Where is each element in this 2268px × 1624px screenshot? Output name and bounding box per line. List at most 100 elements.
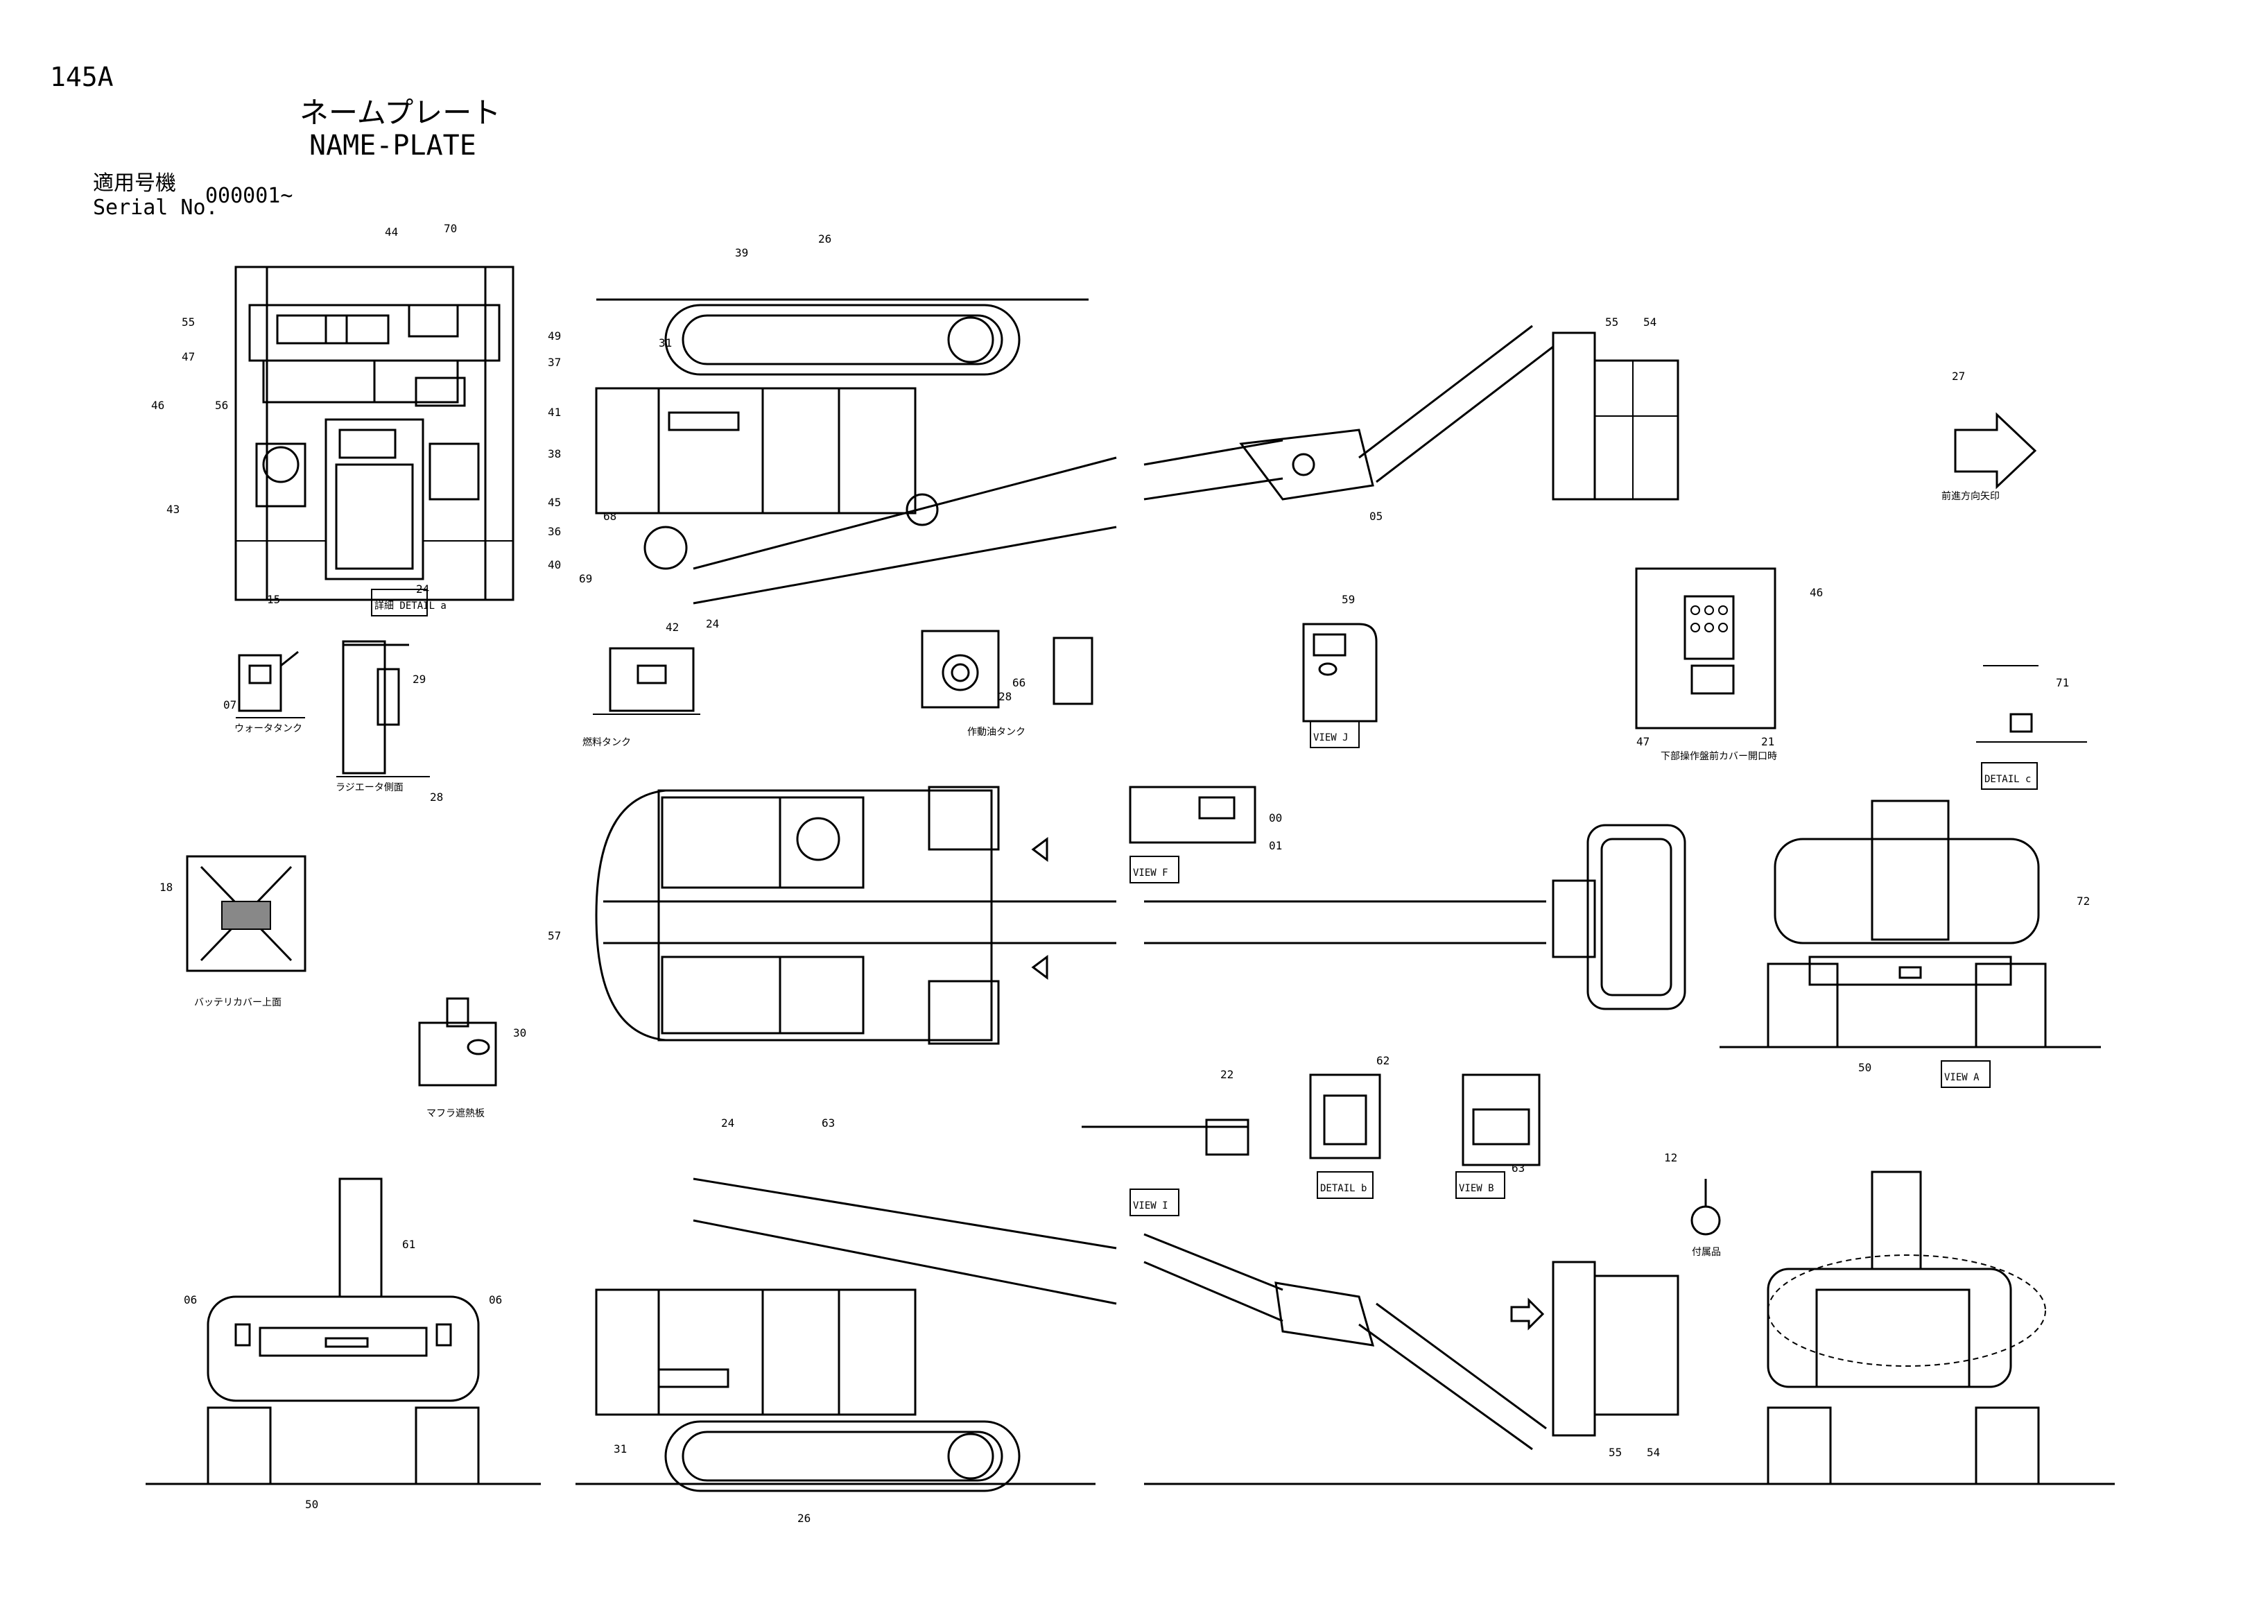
callout-22: 22 xyxy=(1220,1068,1233,1081)
svg-text:VIEW F: VIEW F xyxy=(1133,867,1168,879)
callout-47: 47 xyxy=(1636,735,1650,748)
callout-00: 00 xyxy=(1269,811,1282,824)
detail-b: DETAIL b xyxy=(1309,1073,1381,1199)
fuel-tank-detail: 燃料タンク xyxy=(582,647,700,748)
side-view-upper xyxy=(595,298,1117,605)
svg-text:燃料タンク: 燃料タンク xyxy=(582,736,631,748)
callout-24: 24 xyxy=(721,1116,734,1130)
title-english: NAME-PLATE xyxy=(309,130,476,162)
title-japanese: ネームプレート xyxy=(300,96,501,130)
svg-text:DETAIL b: DETAIL b xyxy=(1320,1183,1367,1194)
rear-view xyxy=(146,1177,541,1485)
water-tank-detail: ウォータタンク xyxy=(234,650,305,734)
callout-labels: 70 44 55 47 46 56 49 37 41 38 45 36 40 6… xyxy=(151,222,2090,1525)
svg-text:VIEW I: VIEW I xyxy=(1133,1200,1168,1211)
callout-36: 36 xyxy=(548,525,561,538)
callout-40: 40 xyxy=(548,558,561,571)
boom-jib-upper xyxy=(1143,325,1679,501)
detail-a-caption: 詳細 DETAIL a xyxy=(371,589,447,616)
front-view-a: VIEW A xyxy=(1720,800,2101,1088)
callout-46: 46 xyxy=(1810,586,1823,599)
svg-text:ウォータタンク: ウォータタンク xyxy=(234,723,302,734)
callout-31: 31 xyxy=(659,336,672,349)
callout-18: 18 xyxy=(159,881,173,894)
callout-50: 50 xyxy=(305,1498,318,1511)
radiator-side-detail: ラジエータ側面 xyxy=(336,640,430,793)
svg-text:VIEW B: VIEW B xyxy=(1459,1183,1494,1194)
callout-69: 69 xyxy=(579,572,592,585)
muffler-detail: マフラ遮熱板 xyxy=(418,997,497,1119)
callout-28: 28 xyxy=(998,690,1012,703)
svg-text:マフラ遮熱板: マフラ遮熱板 xyxy=(426,1108,485,1119)
upper-structure-top-view xyxy=(234,266,514,601)
callout-55: 55 xyxy=(1605,316,1618,329)
callout-06: 06 xyxy=(184,1293,197,1306)
callout-12: 12 xyxy=(1664,1151,1677,1164)
callout-46: 46 xyxy=(151,399,164,412)
callout-21: 21 xyxy=(1761,735,1774,748)
svg-text:バッテリカバー上面: バッテリカバー上面 xyxy=(194,997,282,1008)
svg-text:ラジエータ側面: ラジエータ側面 xyxy=(336,782,404,793)
callout-07: 07 xyxy=(223,698,236,711)
detail-c: DETAIL c xyxy=(1976,665,2087,790)
callout-31: 31 xyxy=(614,1442,627,1455)
callout-41: 41 xyxy=(548,406,561,419)
boom-jib-lower xyxy=(1143,1233,2115,1485)
serial-label-english: Serial No. xyxy=(93,196,218,220)
serial-value: 000001~ xyxy=(205,184,293,208)
callout-06: 06 xyxy=(489,1293,502,1306)
view-j-detail: VIEW J xyxy=(1302,623,1378,748)
callout-54: 54 xyxy=(1643,316,1656,329)
svg-text:DETAIL c: DETAIL c xyxy=(1984,774,2031,785)
callout-49: 49 xyxy=(548,329,561,343)
callout-63: 63 xyxy=(822,1116,835,1130)
callout-30: 30 xyxy=(513,1026,526,1039)
callout-15: 15 xyxy=(267,593,280,606)
callout-55: 55 xyxy=(1609,1446,1622,1459)
view-f-detail: VIEW F xyxy=(1129,786,1256,883)
callout-59: 59 xyxy=(1342,593,1355,606)
callout-42: 42 xyxy=(666,621,679,634)
plan-view xyxy=(595,786,1116,1045)
accessory-detail: 付属品 xyxy=(1690,1179,1721,1258)
callout-68: 68 xyxy=(603,510,616,523)
front-view-lower xyxy=(1767,1171,2046,1485)
svg-text:詳細 DETAIL a: 詳細 DETAIL a xyxy=(374,601,447,612)
battery-cover-detail: バッテリカバー上面 xyxy=(186,855,306,1008)
callout-24: 24 xyxy=(416,582,429,596)
lower-control-panel-detail: 下部操作盤前カバー開口時 xyxy=(1635,567,1777,762)
callout-66: 66 xyxy=(1012,676,1025,689)
svg-text:前進方向矢印: 前進方向矢印 xyxy=(1941,490,2000,502)
callout-01: 01 xyxy=(1269,839,1282,852)
callout-62: 62 xyxy=(1376,1054,1390,1067)
callout-29: 29 xyxy=(413,673,426,686)
callout-56: 56 xyxy=(215,399,228,412)
svg-text:下部操作盤前カバー開口時: 下部操作盤前カバー開口時 xyxy=(1661,750,1777,762)
plan-view-boom-basket xyxy=(1144,824,1686,1010)
callout-05: 05 xyxy=(1369,510,1383,523)
svg-text:VIEW A: VIEW A xyxy=(1944,1072,1980,1083)
callout-50: 50 xyxy=(1858,1061,1871,1074)
side-view-lower xyxy=(575,1177,1117,1492)
callout-63: 63 xyxy=(1512,1161,1525,1175)
callout-55: 55 xyxy=(182,316,195,329)
callout-57: 57 xyxy=(548,929,561,942)
callout-45: 45 xyxy=(548,496,561,509)
callout-71: 71 xyxy=(2056,676,2069,689)
view-b-detail: VIEW B xyxy=(1455,1073,1541,1199)
serial-label-japanese: 適用号機 xyxy=(93,171,176,196)
callout-27: 27 xyxy=(1952,370,1965,383)
callout-28: 28 xyxy=(430,791,443,804)
callout-24: 24 xyxy=(706,617,719,630)
callout-72: 72 xyxy=(2077,895,2090,908)
hydraulic-tank-detail: 作動油タンク xyxy=(921,630,1093,738)
callout-54: 54 xyxy=(1647,1446,1660,1459)
svg-text:VIEW J: VIEW J xyxy=(1313,732,1349,743)
callout-26: 26 xyxy=(818,232,831,245)
callout-43: 43 xyxy=(166,503,180,516)
callout-39: 39 xyxy=(735,246,748,259)
callout-37: 37 xyxy=(548,356,561,369)
callout-44: 44 xyxy=(385,225,398,239)
